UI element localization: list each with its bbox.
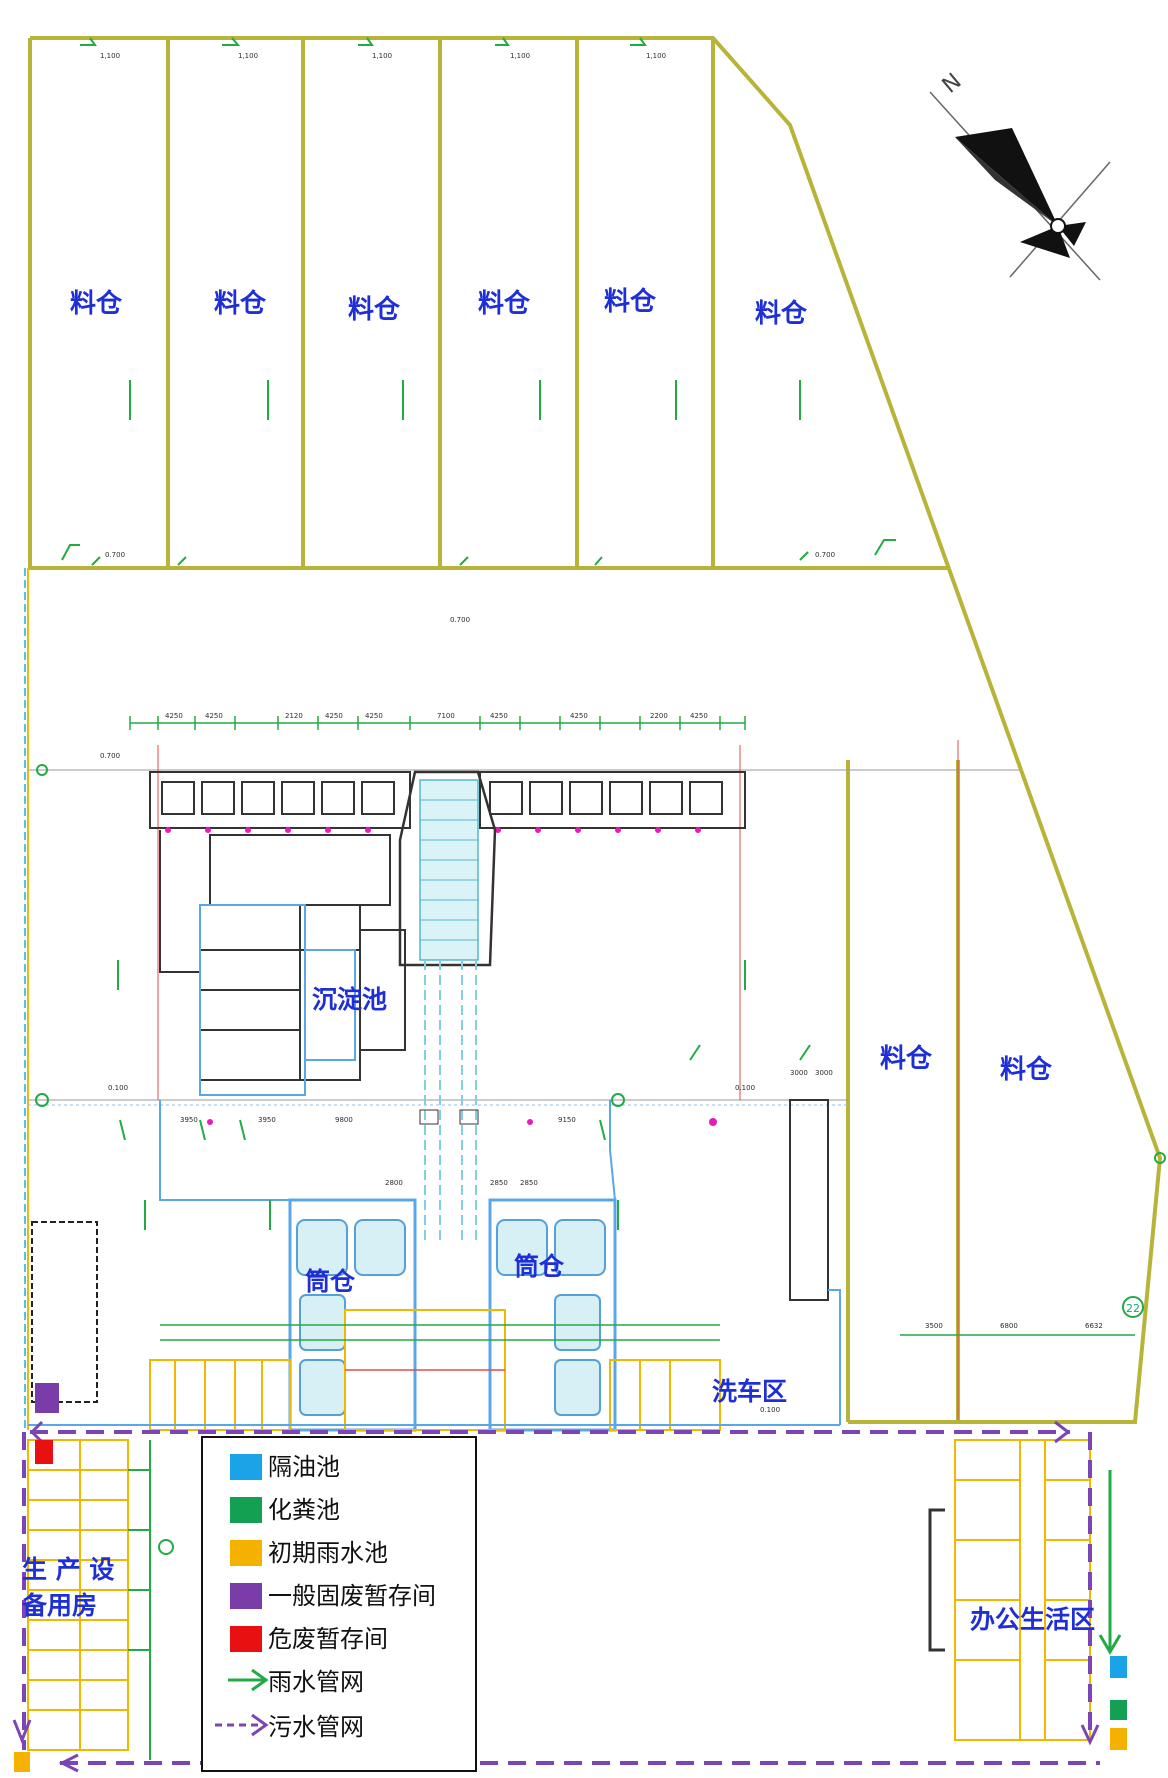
- bin-width-mark: 1,100: [238, 52, 258, 60]
- dimension-text: 6800: [1000, 1322, 1018, 1330]
- dimension-text: 4250: [690, 712, 708, 720]
- dimension-lines-top: 4250 4250 2120 4250 4250 7100 4250 4250 …: [129, 712, 746, 730]
- area-label-car-wash: 洗车区: [712, 1377, 787, 1406]
- area-label-equipment-room: 生 产 设备用房: [21, 1555, 114, 1620]
- legend-label: 一般固废暂存间: [268, 1582, 436, 1610]
- legend-label: 初期雨水池: [268, 1539, 388, 1567]
- level-mark: 0.700: [450, 616, 470, 624]
- dimension-text: 3500: [925, 1322, 943, 1330]
- dimension-text: 4250: [205, 712, 223, 720]
- area-label-bin: 料仓: [214, 288, 267, 319]
- green-arrow-icon: [228, 1668, 269, 1692]
- dimension-text: 2120: [285, 712, 303, 720]
- purple-square-icon: [230, 1583, 262, 1609]
- red-square-icon: [230, 1626, 262, 1652]
- area-label-line: 备用房: [21, 1591, 97, 1620]
- equipment-room-structure: [27, 1439, 129, 1751]
- bin-width-mark: 1,100: [646, 52, 666, 60]
- green-square-icon: [230, 1497, 262, 1523]
- service-rooms-row: [149, 1359, 721, 1431]
- legend-label: 隔油池: [268, 1453, 340, 1481]
- bin-width-mark: 1,100: [372, 52, 392, 60]
- legend: 隔油池 化粪池 初期雨水池 一般固废暂存间 危废暂存间 雨水管网 污水管网: [201, 1436, 477, 1772]
- dimension-text: 9800: [335, 1116, 353, 1124]
- dimension-text: 2850: [520, 1179, 538, 1187]
- rain-pipe-network: [128, 1440, 174, 1760]
- area-label-silo: 筒仓: [305, 1267, 356, 1296]
- legend-label: 污水管网: [268, 1713, 364, 1741]
- dimension-text: 3000: [790, 1069, 808, 1077]
- yellow-square-icon: [230, 1540, 262, 1566]
- initial-rain-pool-marker: [1110, 1728, 1127, 1750]
- area-labels: 料仓 料仓 料仓 料仓 料仓 料仓 料仓 料仓 沉淀池 筒仓 筒仓 洗车区 生 …: [21, 286, 1095, 1634]
- area-label-bin: 料仓: [478, 288, 531, 319]
- dimension-text: 6632: [1085, 1322, 1103, 1330]
- area-label-bin: 料仓: [755, 298, 808, 329]
- area-label-bin: 料仓: [604, 286, 657, 317]
- oil-separator-marker: [1110, 1656, 1127, 1678]
- level-mark: 0.700: [100, 752, 120, 760]
- rain-arrow-icon: [1098, 1470, 1122, 1655]
- dimension-text: 2800: [385, 1179, 403, 1187]
- area-label-bin: 料仓: [880, 1043, 933, 1074]
- level-mark: 0.100: [760, 1406, 780, 1414]
- area-label-bin: 料仓: [70, 288, 123, 319]
- left-building-outline: [31, 1221, 98, 1403]
- blue-square-icon: [230, 1454, 262, 1480]
- grid-marker: 22: [1126, 1302, 1140, 1315]
- site-boundary: [28, 36, 1163, 1424]
- area-label-silo: 筒仓: [514, 1252, 565, 1281]
- legend-label: 雨水管网: [268, 1668, 364, 1696]
- silo-structures: [288, 1198, 617, 1432]
- dimension-text: 2850: [490, 1179, 508, 1187]
- level-mark: 0.700: [105, 551, 125, 559]
- office-area-structure: [954, 1439, 1091, 1741]
- area-label-sedimentation: 沉淀池: [312, 985, 387, 1014]
- bin-level-marks: [61, 37, 896, 566]
- dimension-text: 3000: [815, 1069, 833, 1077]
- dimension-text: 2200: [650, 712, 668, 720]
- level-mark: 0.100: [108, 1084, 128, 1092]
- bin-width-mark: 1,100: [100, 52, 120, 60]
- svg-text:N: N: [938, 69, 967, 99]
- legend-label: 化粪池: [268, 1496, 340, 1524]
- area-label-bin: 料仓: [348, 294, 401, 325]
- sedimentation-structures: [159, 830, 406, 1081]
- area-label-line: 生 产 设: [22, 1555, 114, 1584]
- storage-tank: [789, 1099, 829, 1301]
- bin-width-mark: 1,100: [510, 52, 530, 60]
- dimension-text: 4250: [570, 712, 588, 720]
- septic-tank-marker: [1110, 1700, 1127, 1720]
- dimension-text: 7100: [437, 712, 455, 720]
- dimension-text: 3950: [180, 1116, 198, 1124]
- dimension-text: 4250: [490, 712, 508, 720]
- dimension-text: 3950: [258, 1116, 276, 1124]
- purple-dashed-arrow-icon: [215, 1713, 269, 1737]
- hazardous-waste-marker: [35, 1440, 53, 1464]
- level-mark: 0.700: [815, 551, 835, 559]
- initial-rain-pool-marker-left: [14, 1752, 30, 1772]
- dimension-text: 4250: [365, 712, 383, 720]
- dimension-text: 9150: [558, 1116, 576, 1124]
- central-conveyor: [398, 770, 497, 1240]
- sewage-pipe-network: [22, 1430, 1100, 1765]
- area-label-bin: 料仓: [1000, 1054, 1053, 1085]
- water-pipe: [28, 1100, 840, 1426]
- general-waste-marker: [35, 1383, 59, 1413]
- area-label-office: 办公生活区: [970, 1605, 1095, 1634]
- dimension-text: 4250: [165, 712, 183, 720]
- north-arrow-icon: N: [929, 69, 1111, 281]
- dimension-text: 4250: [325, 712, 343, 720]
- legend-label: 危废暂存间: [268, 1625, 388, 1653]
- level-mark: 0.100: [735, 1084, 755, 1092]
